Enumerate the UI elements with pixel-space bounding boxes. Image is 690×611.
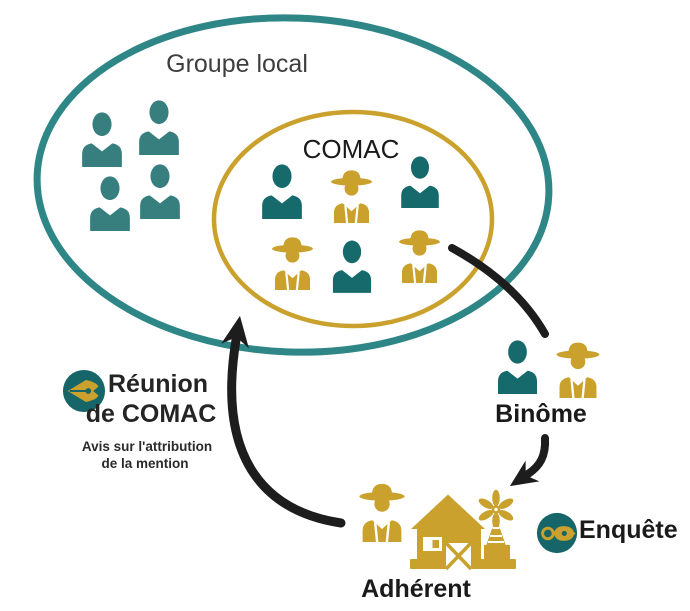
inspection-glasses-icon	[536, 512, 578, 554]
binome-label: Binôme	[495, 400, 587, 428]
groupe-local-ellipse	[33, 14, 553, 356]
person-icon	[498, 340, 537, 394]
groupe-local-label: Groupe local	[166, 50, 308, 78]
person-icon	[262, 164, 302, 219]
farm-icon	[410, 489, 516, 571]
farmer-icon	[270, 236, 315, 290]
arrow-binome-to-adherent	[509, 434, 550, 487]
person-icon	[332, 240, 372, 293]
binome-members	[498, 340, 601, 398]
adherent-label: Adhérent	[361, 575, 471, 603]
comac-members	[262, 156, 442, 293]
enquete-label: Enquête	[579, 516, 678, 544]
person-icon	[90, 176, 130, 231]
comac-ellipse	[211, 109, 495, 329]
person-icon	[140, 164, 180, 219]
comac-label: COMAC	[302, 134, 400, 164]
reunion-note-line2: de la mention	[101, 456, 189, 471]
farmer-icon	[555, 341, 601, 398]
connector-comac-to-binome	[448, 244, 549, 338]
person-icon	[82, 112, 122, 167]
person-icon	[401, 156, 439, 208]
reunion-note-line1: Avis sur l'attribution	[81, 439, 213, 454]
farmer-icon	[397, 229, 442, 283]
farmer-icon	[329, 169, 374, 223]
reunion-label-line1: Réunion	[108, 370, 208, 398]
reunion-label-line2: de COMAC	[85, 400, 217, 428]
pen-nib-icon	[62, 369, 106, 413]
farmer-icon	[358, 482, 406, 542]
arrow-adherent-to-comac	[221, 315, 346, 528]
person-icon	[139, 100, 179, 155]
groupe-local-members	[82, 100, 180, 231]
